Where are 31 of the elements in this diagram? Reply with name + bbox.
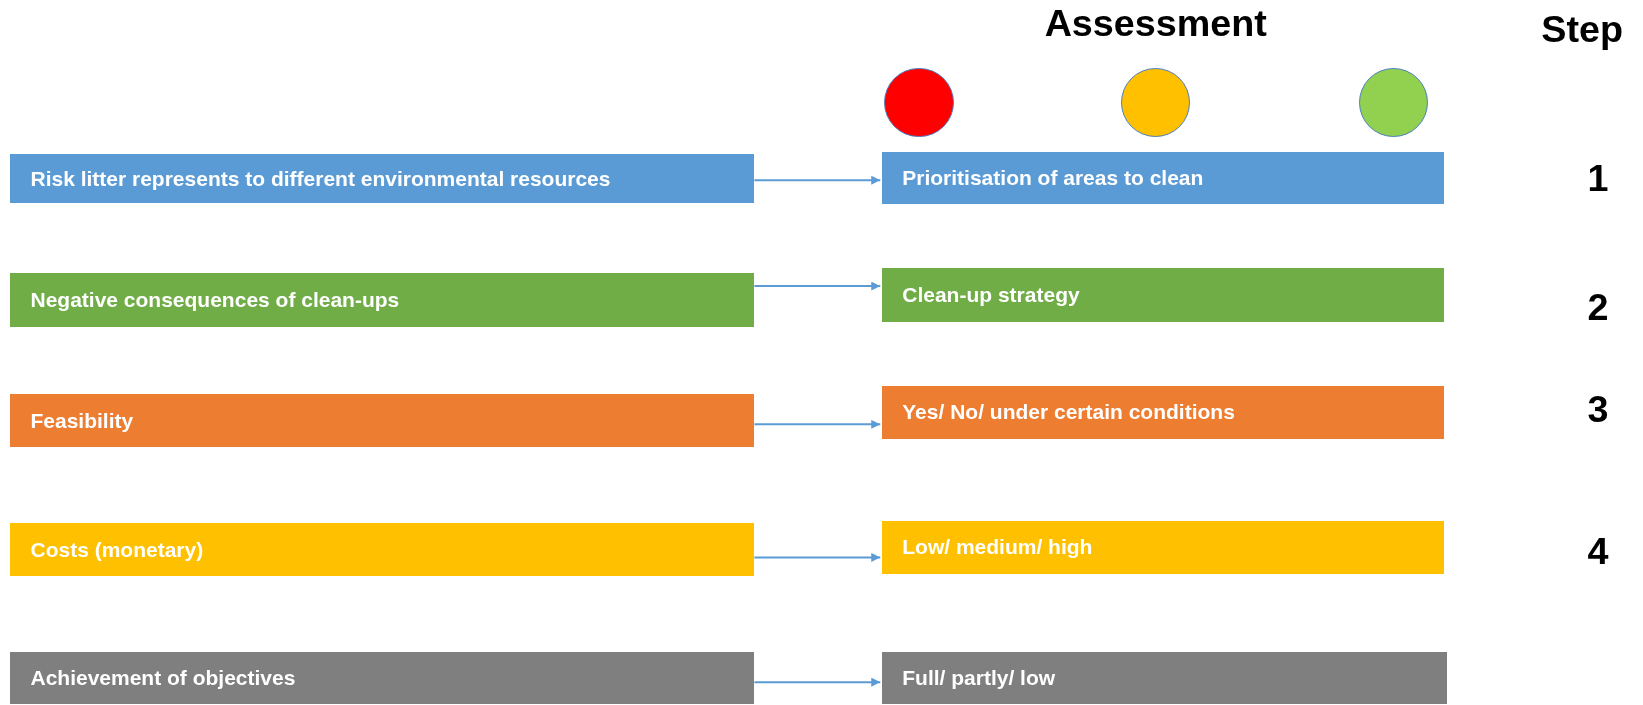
step-number: 3	[1587, 387, 1609, 431]
box-label: Prioritisation of areas to clean	[901, 166, 1204, 191]
arrow	[753, 552, 882, 562]
box-label: Costs (monetary)	[29, 537, 204, 562]
step-number: 4	[1587, 529, 1609, 573]
arrow	[753, 175, 882, 185]
process-box	[882, 385, 1444, 440]
step-number: 2	[1587, 285, 1609, 329]
process-box	[882, 268, 1444, 322]
column-heading: Step	[1541, 7, 1624, 51]
process-box	[10, 522, 755, 577]
box-label: Full/ partly/ low	[901, 665, 1056, 690]
process-box	[882, 520, 1444, 575]
process-box	[10, 651, 755, 705]
box-label: Clean-up strategy	[901, 282, 1080, 307]
process-box	[10, 154, 755, 204]
box-label: Risk litter represents to different environmental resources	[29, 166, 611, 191]
process-box	[882, 151, 1444, 205]
box-label: Achievement of objectives	[29, 665, 296, 690]
process-box	[10, 394, 755, 448]
box-label: Negative consequences of clean-ups	[29, 288, 400, 313]
process-box	[10, 273, 755, 327]
arrow	[753, 677, 882, 687]
column-heading: Assessment	[1044, 1, 1267, 45]
arrow	[753, 419, 882, 429]
box-label: Feasibility	[29, 408, 134, 433]
arrow	[753, 281, 882, 291]
box-label: Yes/ No/ under certain conditions	[901, 400, 1235, 425]
process-box	[882, 651, 1448, 705]
box-label: Low/ medium/ high	[901, 535, 1093, 560]
step-number: 1	[1587, 156, 1609, 200]
